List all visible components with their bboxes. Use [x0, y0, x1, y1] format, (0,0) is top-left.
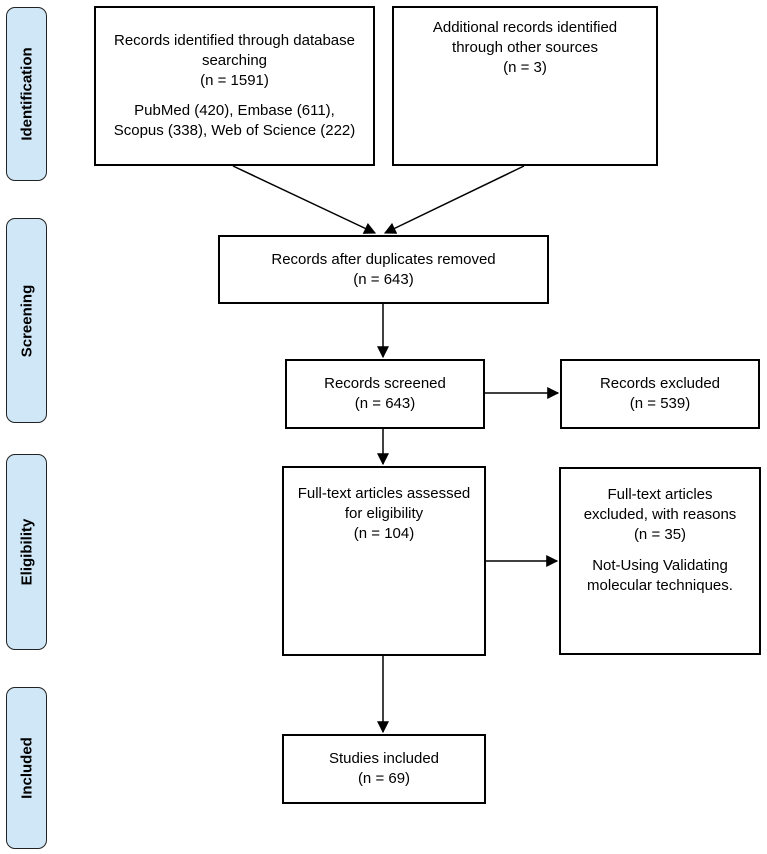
studies-included-line1: Studies included — [328, 750, 440, 768]
duplicates-removed-count: (n = 643) — [353, 270, 414, 288]
database-search-line2: searching — [201, 51, 268, 69]
other-sources-line2: through other sources — [452, 38, 598, 56]
arrow-database-to-duplicates — [232, 165, 377, 234]
records-screened-count: (n = 643) — [354, 395, 416, 412]
records-screened-box: Records screened (n = 643) — [285, 359, 485, 429]
studies-included-box: Studies included (n = 69) — [282, 734, 486, 804]
phase-included: Included — [6, 687, 47, 849]
fulltext-excluded-line1: Full-text articles — [607, 486, 713, 503]
phase-identification: Identification — [6, 7, 47, 181]
other-sources-count: (n = 3) — [503, 58, 547, 76]
database-search-box: Records identified through database sear… — [94, 6, 375, 166]
phase-eligibility: Eligibility — [6, 454, 47, 650]
phase-screening: Screening — [6, 218, 47, 423]
fulltext-assessed-line1: Full-text articles assessed — [297, 485, 471, 502]
fulltext-assessed-count: (n = 104) — [353, 524, 415, 542]
database-sources-line2: Scopus (338), Web of Science (222) — [113, 122, 356, 140]
fulltext-excluded-reason-line2: molecular techniques. — [587, 576, 733, 594]
database-sources-line1: PubMed (420), Embase (611), — [134, 102, 335, 120]
records-screened-line1: Records screened — [324, 375, 446, 393]
studies-included-count: (n = 69) — [357, 770, 411, 787]
other-sources-box: Additional records identified through ot… — [392, 6, 658, 166]
duplicates-removed-box: Records after duplicates removed (n = 64… — [218, 235, 549, 304]
records-excluded-box: Records excluded (n = 539) — [560, 359, 760, 429]
fulltext-assessed-box: Full-text articles assessed for eligibil… — [282, 466, 486, 656]
duplicates-removed-line1: Records after duplicates removed — [271, 250, 496, 268]
fulltext-excluded-reason-line1: Not-Using Validating — [592, 556, 728, 574]
fulltext-assessed-line2: for eligibility — [344, 504, 424, 522]
records-excluded-line1: Records excluded — [599, 375, 721, 393]
fulltext-excluded-line2: excluded, with reasons — [583, 505, 737, 523]
fulltext-excluded-box: Full-text articles excluded, with reason… — [559, 467, 761, 655]
arrow-other-to-duplicates — [383, 165, 525, 234]
database-search-line1: Records identified through database — [114, 31, 355, 49]
database-search-count: (n = 1591) — [200, 71, 269, 89]
other-sources-line1: Additional records identified — [432, 19, 618, 36]
records-excluded-count: (n = 539) — [629, 395, 691, 412]
fulltext-excluded-count: (n = 35) — [633, 525, 687, 543]
